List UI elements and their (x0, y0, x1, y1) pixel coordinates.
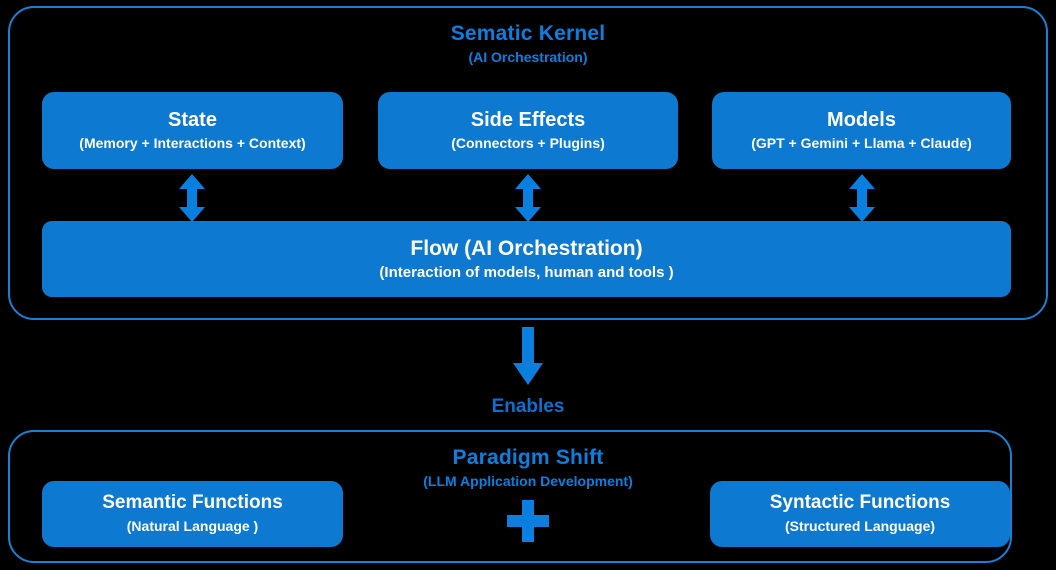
double-arrow-icon-state (175, 174, 209, 222)
sematic-kernel-container (8, 6, 1048, 320)
double-arrow-icon-side-effects (511, 174, 545, 222)
card-side-effects-title: Side Effects (470, 109, 586, 132)
card-semantic-functions-subtitle: (Natural Language ) (126, 518, 259, 535)
sematic-kernel-subtitle: (AI Orchestration) (468, 48, 588, 65)
card-flow-title: Flow (AI Orchestration) (410, 236, 643, 260)
card-models-subtitle: (GPT + Gemini + Llama + Claude) (751, 135, 972, 152)
sematic-kernel-title: Sematic Kernel (450, 22, 606, 45)
down-arrow-icon (511, 327, 545, 385)
card-models[interactable]: Models (GPT + Gemini + Llama + Claude) (712, 92, 1011, 169)
paradigm-shift-heading: Paradigm Shift (LLM Application Developm… (328, 446, 728, 489)
paradigm-shift-subtitle: (LLM Application Development) (423, 472, 633, 489)
card-semantic-functions[interactable]: Semantic Functions (Natural Language ) (42, 481, 343, 547)
card-flow[interactable]: Flow (AI Orchestration) (Interaction of … (42, 221, 1011, 297)
card-side-effects[interactable]: Side Effects (Connectors + Plugins) (378, 92, 678, 169)
plus-icon (507, 500, 549, 542)
sematic-kernel-heading: Sematic Kernel (AI Orchestration) (328, 22, 728, 65)
card-flow-subtitle: (Interaction of models, human and tools … (379, 263, 674, 281)
card-state-subtitle: (Memory + Interactions + Context) (79, 135, 306, 152)
card-side-effects-subtitle: (Connectors + Plugins) (451, 135, 605, 152)
card-models-title: Models (827, 109, 896, 132)
card-syntactic-functions-title: Syntactic Functions (769, 492, 951, 514)
card-semantic-functions-title: Semantic Functions (102, 492, 283, 514)
card-state-title: State (168, 109, 217, 132)
double-arrow-icon-models (845, 174, 879, 222)
paradigm-shift-container (8, 430, 1012, 563)
paradigm-shift-title: Paradigm Shift (452, 446, 604, 469)
card-state[interactable]: State (Memory + Interactions + Context) (42, 92, 343, 169)
card-syntactic-functions-subtitle: (Structured Language) (784, 518, 936, 535)
enables-label: Enables (491, 396, 565, 417)
card-syntactic-functions[interactable]: Syntactic Functions (Structured Language… (710, 481, 1010, 547)
